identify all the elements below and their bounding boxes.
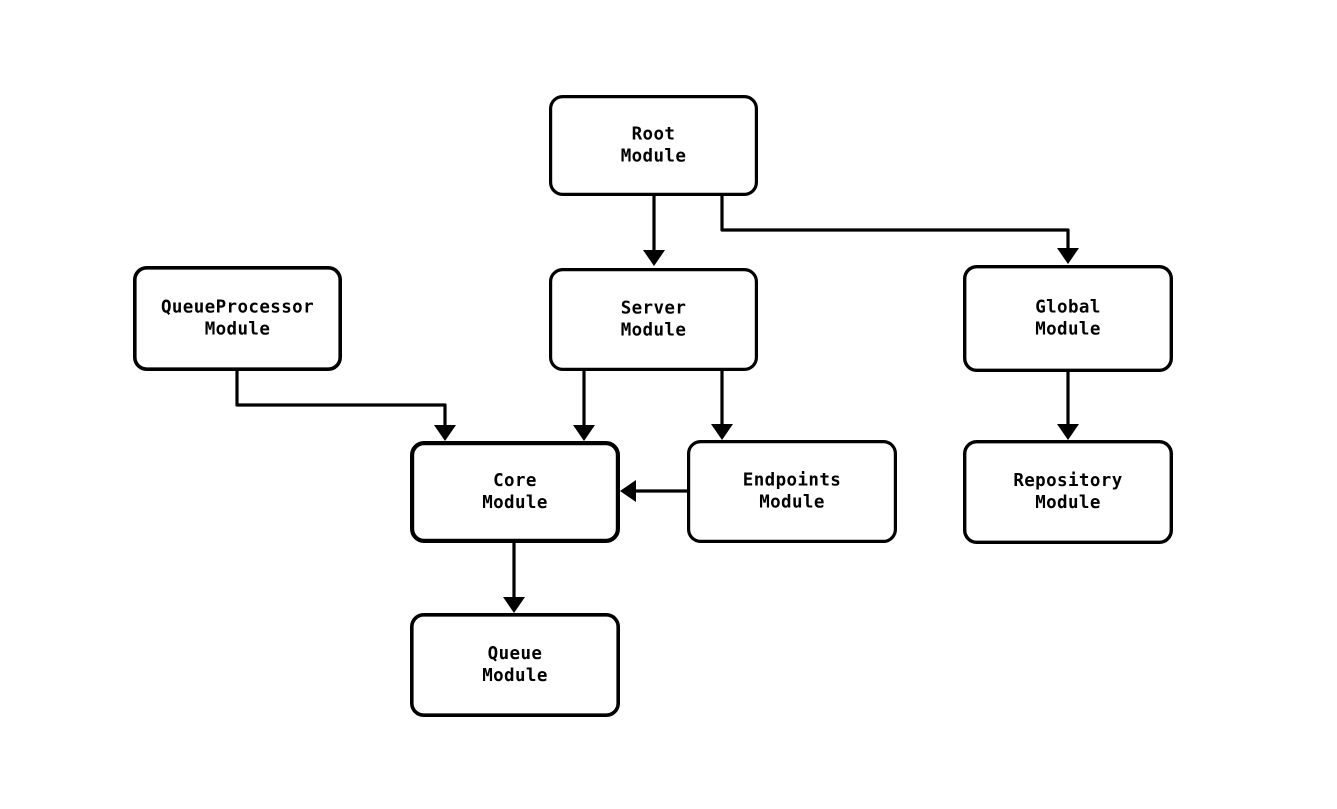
edge-server-to-endpoints-arrowhead xyxy=(711,424,733,440)
edge-server-to-endpoints xyxy=(711,371,733,440)
edges-layer xyxy=(235,196,1079,613)
edge-root-to-global xyxy=(720,196,1079,264)
edge-core-to-queue xyxy=(503,543,525,613)
edge-root-to-global-line xyxy=(720,196,1070,250)
core-module-node-label-line1: Core xyxy=(493,471,537,491)
server-module-node-label-line1: Server xyxy=(621,299,687,319)
queue-module-node-label-line1: Queue xyxy=(488,644,543,664)
queue-module-node-label-line2: Module xyxy=(482,666,548,686)
root-module-node-box[interactable] xyxy=(548,94,758,197)
global-module-node-label-line2: Module xyxy=(1035,320,1101,340)
server-module-node-box[interactable] xyxy=(548,268,758,372)
core-module-node-label-line2: Module xyxy=(482,493,548,513)
queue-module-node-box[interactable] xyxy=(409,612,620,717)
nodes-layer: RootModuleQueueProcessorModuleServerModu… xyxy=(133,94,1174,717)
edge-queueprocessor-to-core-line xyxy=(235,371,447,427)
edge-root-to-global-arrowhead xyxy=(1057,248,1079,264)
endpoints-module-node-box[interactable] xyxy=(686,440,897,544)
edge-queueprocessor-to-core xyxy=(235,371,456,441)
root-module-node-label-line2: Module xyxy=(621,147,687,167)
server-module-node-label-line2: Module xyxy=(621,321,687,341)
edge-queueprocessor-to-core-arrowhead xyxy=(434,425,456,441)
global-module-node-label-line1: Global xyxy=(1035,298,1101,318)
edge-core-to-queue-arrowhead xyxy=(503,597,525,613)
edge-global-to-repository xyxy=(1057,372,1079,440)
queueprocessor-module-node-label-line2: Module xyxy=(205,320,271,340)
repository-module-node-label-line2: Module xyxy=(1035,493,1101,513)
root-module-node-label-line1: Root xyxy=(632,125,676,145)
edge-server-to-core-arrowhead xyxy=(573,425,595,441)
edge-root-to-server-arrowhead xyxy=(643,250,665,266)
repository-module-node-label-line1: Repository xyxy=(1013,471,1122,491)
queueprocessor-module-node-label-line1: QueueProcessor xyxy=(161,298,314,318)
edge-server-to-core xyxy=(573,371,595,441)
edge-root-to-server xyxy=(643,196,665,266)
endpoints-module-node-label-line2: Module xyxy=(759,493,825,513)
core-module-node-box[interactable] xyxy=(410,441,621,544)
edge-endpoints-to-core xyxy=(620,480,687,502)
edge-endpoints-to-core-arrowhead xyxy=(620,480,636,502)
repository-module-node-box[interactable] xyxy=(963,440,1174,545)
global-module-node-box[interactable] xyxy=(963,265,1174,373)
queueprocessor-module-node-box[interactable] xyxy=(133,265,342,371)
edge-global-to-repository-arrowhead xyxy=(1057,424,1079,440)
endpoints-module-node-label-line1: Endpoints xyxy=(743,471,841,491)
